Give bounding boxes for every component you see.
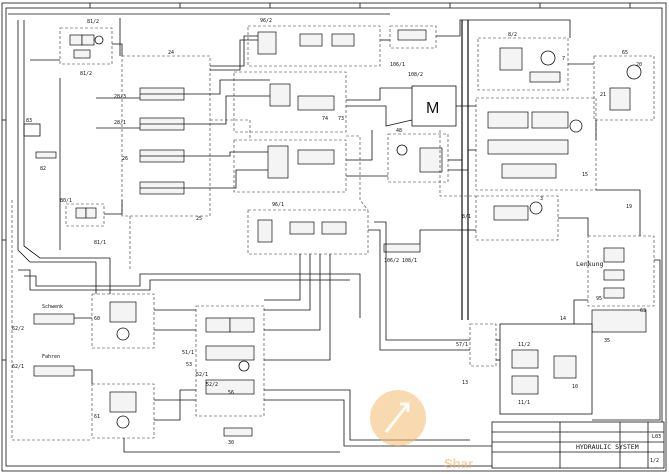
label-8-1: 8/1 — [462, 214, 471, 220]
label-35: 35 — [604, 338, 610, 344]
steering-valve-60: 60 62/2 Schwenk — [12, 293, 155, 349]
label-motor: M — [426, 100, 439, 117]
label-108-1: 108/1 — [402, 258, 417, 264]
label-48: 48 — [396, 128, 402, 134]
watermark-text: Shar — [444, 456, 473, 471]
filter-83: 83 82 — [23, 118, 57, 172]
sheet-inner-border — [5, 7, 663, 467]
label-63: 63 — [640, 308, 646, 314]
label-3: 3 — [540, 196, 543, 202]
motor-m: M — [411, 85, 457, 127]
label-26: 26 — [122, 156, 128, 162]
valve-group-96-2: 96/2 106/1 108/2 — [247, 18, 437, 78]
label-80-1: 80/1 — [60, 198, 72, 204]
label-10: 10 — [572, 384, 578, 390]
label-25: 25 — [196, 216, 202, 222]
zone-ticks — [2, 3, 631, 361]
label-28-1: 28/1 — [114, 120, 126, 126]
label-108-2: 108/2 — [408, 72, 423, 78]
pump-8-1: 8/1 19 — [462, 195, 632, 241]
label-52-1: 52/1 — [196, 372, 208, 378]
label-81-1: 81/1 — [94, 240, 106, 246]
label-13: 13 — [462, 380, 468, 386]
label-62-1: 62/1 — [12, 364, 24, 370]
label-28-3: 28/3 — [114, 94, 126, 100]
label-24: 24 — [168, 50, 174, 56]
title-block: HYDRAULIC SYSTEM L03 1/2 — [491, 421, 665, 469]
label-65: 65 — [622, 50, 628, 56]
valve-blocks-73-74: 74 73 — [233, 71, 347, 193]
label-96-2: 96/2 — [260, 18, 272, 24]
label-52-2: 52/2 — [206, 382, 218, 388]
label-51-1: 51/1 — [182, 350, 194, 356]
label-81-2b: 81/2 — [80, 71, 92, 77]
label-15: 15 — [582, 172, 588, 178]
pump-8-2: 8/2 7 — [477, 32, 569, 91]
label-96-1: 96/1 — [272, 202, 284, 208]
label-8-2: 8/2 — [508, 32, 517, 38]
label-60: 60 — [94, 316, 100, 322]
label-106-2: 106/2 — [384, 258, 399, 264]
label-61: 61 — [94, 414, 100, 420]
title-line1: HYDRAULIC SYSTEM — [576, 443, 639, 451]
valve-81-2: 81/2 81/2 — [59, 19, 113, 77]
label-95: 95 — [596, 296, 602, 302]
valve-block-56: 56 51/1 53 52/1 52/2 30 — [182, 305, 265, 446]
label-56: 56 — [228, 390, 234, 396]
label-62-2: 62/2 — [12, 326, 24, 332]
label-14: 14 — [560, 316, 566, 322]
label-7: 7 — [562, 56, 565, 62]
watermark-logo: Shar — [370, 390, 473, 471]
valve-80-1: 80/1 81/1 — [60, 198, 106, 246]
label-11-2: 11/2 — [518, 342, 530, 348]
label-53: 53 — [186, 362, 192, 368]
label-19: 19 — [626, 204, 632, 210]
note-fahren: Fahren — [42, 354, 60, 360]
hydraulic-lines — [8, 13, 661, 453]
accumulator-group-65: 65 20 21 — [593, 50, 655, 121]
note-lenkung: Lenkung — [576, 260, 603, 268]
tank-14: 14 11/2 11/1 10 57/1 13 — [456, 316, 593, 415]
note-schwenk: Schwenk — [42, 304, 63, 310]
valve-group-96-1: 96/1 106/2 108/1 — [247, 202, 421, 264]
steering-valve-61: 61 62/1 Fahren — [12, 354, 155, 439]
label-11-1: 11/1 — [518, 400, 530, 406]
label-74: 74 — [322, 116, 328, 122]
label-21: 21 — [600, 92, 606, 98]
control-block-24: 24 28/3 28/1 26 25 — [114, 50, 211, 222]
corner-code: L03 — [652, 434, 661, 440]
sensor-group-48: 48 — [387, 128, 449, 183]
label-20: 20 — [636, 62, 642, 68]
valve-group-95: 95 35 63 Lenkung — [576, 235, 655, 344]
main-valve-15: 15 3 — [475, 97, 597, 202]
label-73: 73 — [338, 116, 344, 122]
label-30: 30 — [228, 440, 234, 446]
label-81-2: 81/2 — [87, 19, 99, 25]
label-106-1: 106/1 — [390, 62, 405, 68]
label-57-1: 57/1 — [456, 342, 468, 348]
label-83: 83 — [26, 118, 32, 124]
sheet-number: 1/2 — [650, 458, 659, 464]
label-82: 82 — [40, 166, 46, 172]
